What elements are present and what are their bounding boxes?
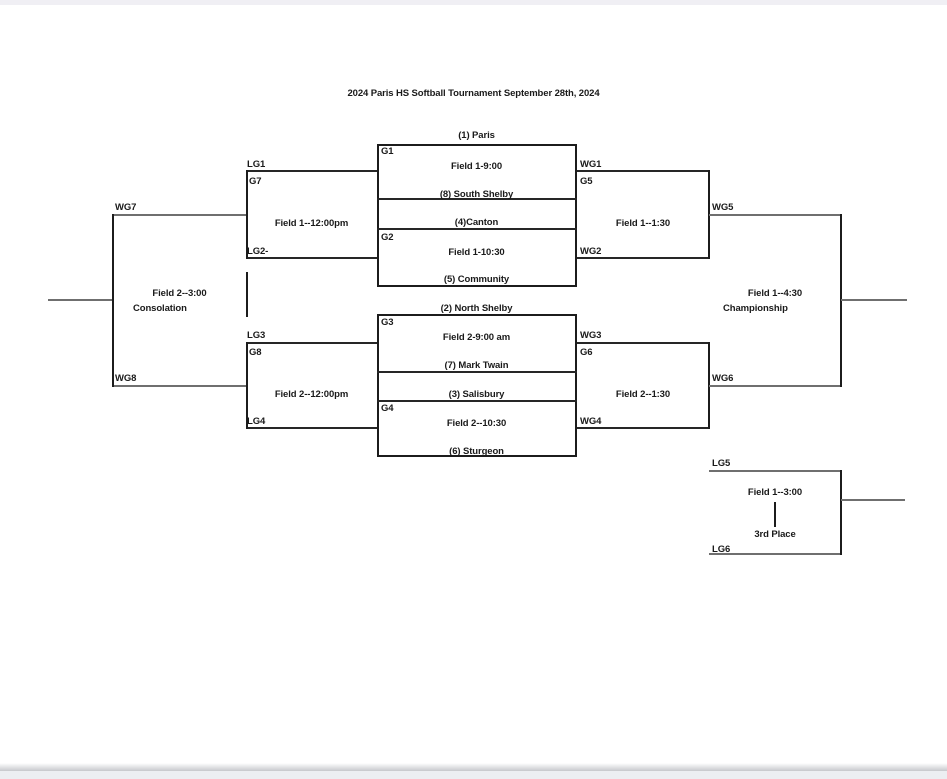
wg5-label: WG5 [712, 202, 734, 213]
round1-upper-table [377, 144, 577, 287]
wg1-label: WG1 [580, 159, 602, 170]
lg2-line [246, 257, 377, 259]
g7-label: G7 [249, 176, 262, 187]
g3-field-time: Field 2-9:00 am [442, 332, 511, 343]
g4-seed-top: (3) Salisbury [448, 389, 505, 400]
lg4-line [246, 427, 377, 429]
champion-winner-line [841, 299, 907, 301]
wg4-line [577, 427, 709, 429]
g4-label: G4 [381, 403, 394, 414]
championship-field-time: Field 1--4:30 [747, 288, 803, 299]
lg3-label: LG3 [247, 330, 266, 341]
round1-lower-divider-2 [377, 400, 577, 402]
third-place-winner-line [841, 499, 905, 501]
g1-field-time: Field 1-9:00 [450, 161, 503, 172]
round1-upper-divider-1 [377, 198, 577, 200]
top-chrome-bar [0, 0, 947, 5]
g2-label: G2 [381, 232, 394, 243]
round1-lower-divider-1 [377, 371, 577, 373]
wg7-line [113, 214, 246, 216]
g8-bracket-connector [246, 342, 248, 429]
lg5-line [709, 470, 841, 472]
wg2-line [577, 257, 709, 259]
g6-label: G6 [580, 347, 593, 358]
wg3-line [577, 342, 709, 344]
wg7-label: WG7 [115, 202, 137, 213]
g7-field-time: Field 1--12:00pm [274, 218, 349, 229]
consolation-winner-line [48, 299, 112, 301]
wg5-line [709, 214, 841, 216]
g3-seed-bottom: (7) Mark Twain [444, 360, 509, 371]
third-place-field-time: Field 1--3:00 [747, 487, 803, 498]
wg4-label: WG4 [580, 416, 602, 427]
g2-field-time: Field 1-10:30 [448, 247, 505, 258]
g5-bracket-connector [708, 170, 710, 259]
g3-label: G3 [381, 317, 394, 328]
wg3-label: WG3 [580, 330, 602, 341]
wg2-label: WG2 [580, 246, 602, 257]
consolation-divider-line [246, 272, 248, 317]
g6-field-time: Field 2--1:30 [615, 389, 671, 400]
wg6-label: WG6 [712, 373, 734, 384]
g4-seed-bottom: (6) Sturgeon [449, 446, 504, 457]
g3-seed-top: (2) North Shelby [440, 303, 513, 314]
g1-seed-bottom: (8) South Shelby [439, 189, 514, 200]
third-place-label: 3rd Place [754, 529, 796, 540]
g2-seed-bottom: (5) Community [443, 274, 510, 285]
third-place-divider-line [774, 502, 776, 527]
lg6-line [709, 553, 841, 555]
bottom-chrome-bar [0, 771, 947, 779]
lg1-label: LG1 [247, 159, 266, 170]
g7-bracket-connector [246, 170, 248, 259]
consolation-bracket-connector [112, 214, 114, 387]
g5-field-time: Field 1--1:30 [615, 218, 671, 229]
lg1-line [246, 170, 377, 172]
lg4-label: LG4 [247, 416, 266, 427]
lg3-line [246, 342, 377, 344]
round1-lower-table [377, 314, 577, 457]
g5-label: G5 [580, 176, 593, 187]
wg6-line [709, 385, 841, 387]
g8-label: G8 [249, 347, 262, 358]
consolation-label: Consolation [133, 303, 187, 314]
wg1-line [577, 170, 709, 172]
page-title: 2024 Paris HS Softball Tournament Septem… [347, 88, 600, 99]
g6-bracket-connector [708, 342, 710, 429]
lg6-label: LG6 [712, 544, 731, 555]
g1-label: G1 [381, 146, 394, 157]
championship-label: Championship [723, 303, 788, 314]
lg5-label: LG5 [712, 458, 731, 469]
consolation-field-time: Field 2--3:00 [152, 288, 207, 299]
third-place-bracket-connector [840, 470, 842, 555]
g1-seed-top: (1) Paris [458, 130, 495, 141]
championship-bracket-connector [840, 214, 842, 387]
round1-upper-divider-2 [377, 228, 577, 230]
g8-field-time: Field 2--12:00pm [274, 389, 349, 400]
lg2-label: LG2- [247, 246, 269, 257]
wg8-line [113, 385, 246, 387]
g2-seed-top: (4)Canton [454, 217, 499, 228]
page-bottom-shadow [0, 763, 947, 771]
wg8-label: WG8 [115, 373, 137, 384]
g4-field-time: Field 2--10:30 [446, 418, 507, 429]
